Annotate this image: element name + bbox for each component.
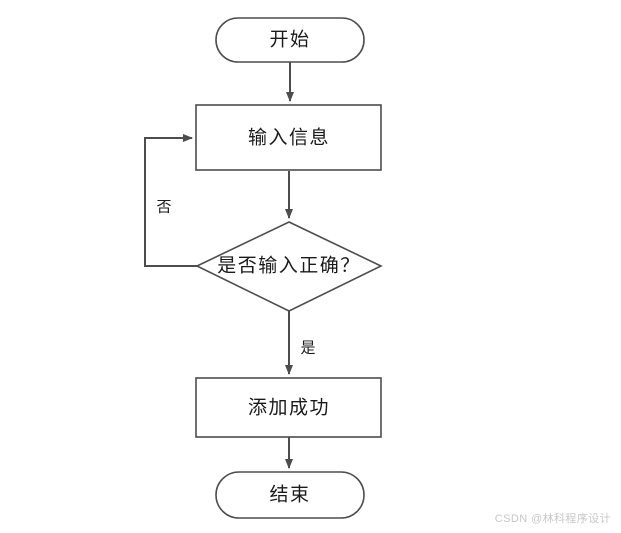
watermark-text: CSDN @林科程序设计 bbox=[494, 513, 611, 525]
node-decision-label: 是否输入正确？ bbox=[217, 254, 361, 276]
node-start[interactable]: 开始 bbox=[215, 17, 365, 63]
edge-decision-yes-to-success: 是 bbox=[285, 311, 316, 375]
node-start-label: 开始 bbox=[269, 28, 310, 50]
node-decision-input-correct[interactable]: 是否输入正确？ bbox=[195, 221, 383, 312]
node-input-info[interactable]: 输入信息 bbox=[195, 104, 382, 171]
edge-decision-no-loopback: 否 bbox=[144, 134, 197, 267]
node-end[interactable]: 结束 bbox=[215, 471, 365, 519]
edge-label-yes: 是 bbox=[300, 340, 315, 356]
node-end-label: 结束 bbox=[269, 483, 310, 505]
node-add-success-label: 添加成功 bbox=[248, 396, 330, 418]
node-input-info-label: 输入信息 bbox=[248, 126, 330, 148]
edge-label-no: 否 bbox=[156, 199, 171, 215]
node-add-success[interactable]: 添加成功 bbox=[195, 377, 382, 438]
